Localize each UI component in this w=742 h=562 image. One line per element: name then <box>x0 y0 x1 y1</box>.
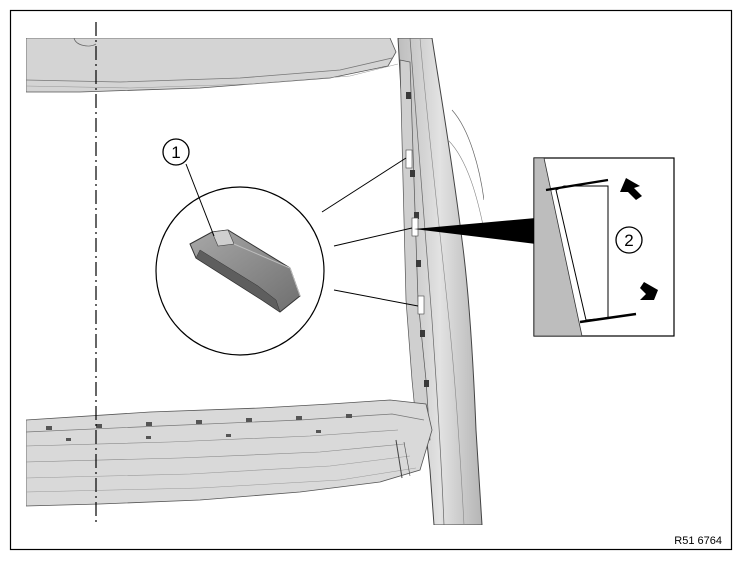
cowl-panel <box>26 399 433 507</box>
callout-2-number: 2 <box>624 231 633 250</box>
zoom-leader-bottom <box>333 289 419 307</box>
figure-reference-code: R51 6764 <box>674 535 722 547</box>
arrow-upper-icon <box>620 178 642 200</box>
zoom-leader-mid <box>333 227 413 247</box>
pad-marker-middle <box>411 217 419 237</box>
inset-pillar-surface <box>534 158 583 336</box>
zoom-detail-circle <box>155 157 419 356</box>
pad-marker-lower <box>417 295 425 315</box>
roof-edge <box>26 57 393 83</box>
inset-pointer-wedge <box>414 218 536 244</box>
zoom-leader-top <box>321 157 407 213</box>
arrow-lower-icon <box>640 282 658 300</box>
pad-marker-upper <box>405 149 413 169</box>
callout-2-circle <box>615 226 643 254</box>
cowl-clips <box>46 414 352 441</box>
inset-pad-top-edge <box>545 178 609 192</box>
car-body-illustration <box>26 38 484 525</box>
callout-1-circle <box>162 138 190 166</box>
roof-panel <box>26 38 397 93</box>
callout-1-leader <box>185 163 215 237</box>
callout-1-number: 1 <box>171 143 180 162</box>
inset-pad-bottom-edge <box>579 312 637 324</box>
pillar-clips <box>406 92 429 387</box>
inset-detail-box <box>533 157 675 337</box>
